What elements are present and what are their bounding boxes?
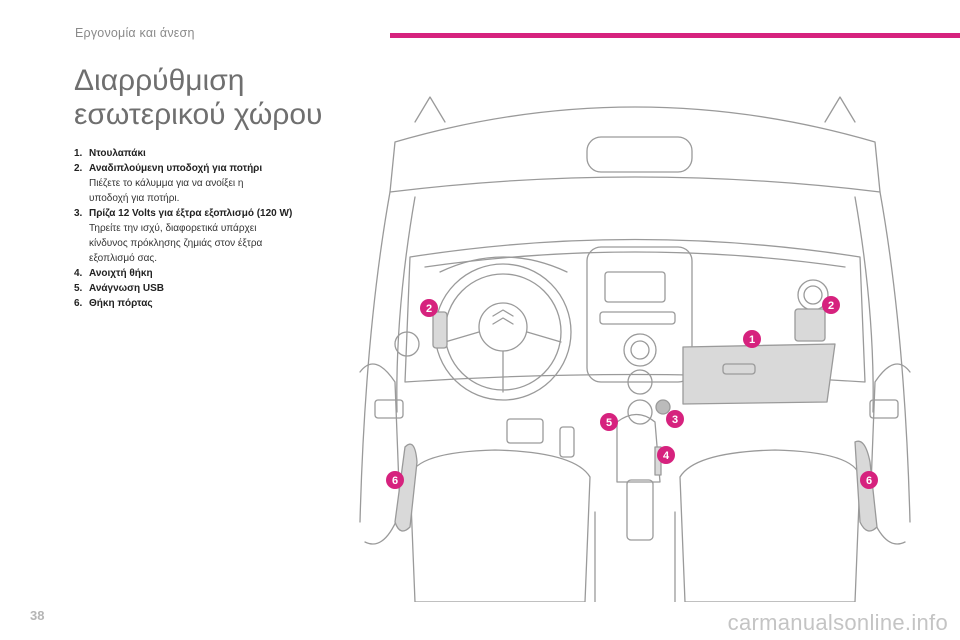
legend-item-4: 4. Ανοιχτή θήκη: [74, 266, 374, 281]
page-title-line-2: εσωτερικού χώρου: [74, 98, 323, 131]
callout-cupholder-left: 2: [420, 299, 438, 317]
svg-text:6: 6: [392, 475, 398, 487]
legend-item-6: 6. Θήκη πόρτας: [74, 296, 374, 311]
svg-text:4: 4: [663, 450, 670, 462]
svg-text:2: 2: [828, 300, 834, 312]
callout-socket: 3: [666, 410, 684, 428]
legend-description: υποδοχή για ποτήρι.: [89, 193, 180, 204]
legend-number: 2.: [74, 163, 83, 174]
legend-item-3: 3. Πρίζα 12 Volts για έξτρα εξοπλισμό (1…: [74, 206, 374, 266]
legend-description: Τηρείτε την ισχύ, διαφορετικά υπάρχει: [89, 223, 257, 234]
callout-usb: 5: [600, 413, 618, 431]
page-title: Διαρρύθμιση εσωτερικού χώρου: [74, 64, 322, 132]
svg-text:5: 5: [606, 417, 612, 429]
watermark: carmanualsonline.info: [727, 610, 948, 635]
legend-item-5: 5. Ανάγνωση USB: [74, 281, 374, 296]
legend-label: Ανοιχτή θήκη: [89, 268, 153, 279]
car-interior-illustration: 1 2 2 3 4 5 6 6: [359, 96, 911, 602]
legend-description: Πιέζετε το κάλυμμα για να ανοίξει η: [89, 178, 244, 189]
page-title-line-1: Διαρρύθμιση: [74, 64, 245, 97]
legend-label: Θήκη πόρτας: [89, 298, 153, 309]
legend-description: κίνδυνος πρόκλησης ζημιάς στον έξτρα: [89, 238, 263, 249]
legend-item-1: 1. Ντουλαπάκι: [74, 146, 374, 161]
legend-number: 5.: [74, 283, 83, 294]
legend-number: 1.: [74, 148, 83, 159]
legend-label: Ανάγνωση USB: [89, 283, 164, 294]
callout-cupholder-right: 2: [822, 296, 840, 314]
svg-text:3: 3: [672, 414, 678, 426]
callout-open-tray: 4: [657, 446, 675, 464]
legend-item-2: 2. Αναδιπλούμενη υποδοχή για ποτήρι Πιέζ…: [74, 161, 374, 206]
svg-text:1: 1: [749, 334, 755, 346]
callout-glovebox: 1: [743, 330, 761, 348]
page-number: 38: [30, 608, 45, 623]
section-header-title: Εργονομία και άνεση: [75, 26, 195, 40]
header-accent-bar: [390, 33, 960, 38]
callout-door-left: 6: [386, 471, 404, 489]
legend-number: 4.: [74, 268, 83, 279]
legend-list: 1. Ντουλαπάκι 2. Αναδιπλούμενη υποδοχή γ…: [74, 146, 374, 311]
svg-text:6: 6: [866, 475, 872, 487]
legend-number: 6.: [74, 298, 83, 309]
callout-door-right: 6: [860, 471, 878, 489]
legend-label: Αναδιπλούμενη υποδοχή για ποτήρι: [89, 163, 263, 174]
legend-label: Ντουλαπάκι: [89, 148, 146, 159]
legend-label: Πρίζα 12 Volts για έξτρα εξοπλισμό (120 …: [89, 208, 293, 219]
legend-number: 3.: [74, 208, 83, 219]
svg-text:2: 2: [426, 303, 432, 315]
legend-description: εξοπλισμό σας.: [89, 253, 158, 264]
